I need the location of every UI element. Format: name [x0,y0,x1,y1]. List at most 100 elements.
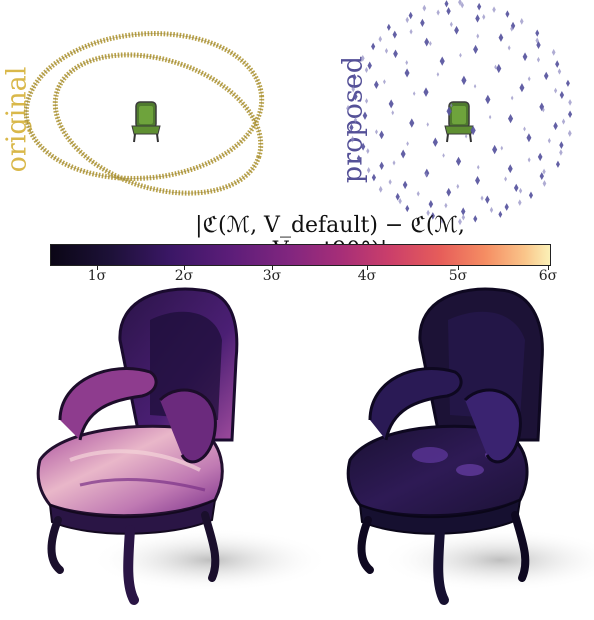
camera-marker [398,197,402,205]
camera-marker [379,161,384,170]
camera-marker [422,4,427,12]
camera-marker [477,2,482,11]
camera-marker [510,25,514,32]
camera-marker [405,16,409,24]
camera-marker [498,210,503,218]
camera-marker [426,209,430,217]
camera-marker [432,137,438,147]
camera-marker [388,179,392,185]
camera-marker [428,199,434,209]
chair-original-heatmap [36,287,330,605]
colorbar [50,244,551,266]
camera-marker [473,83,477,89]
camera-marker [460,1,465,9]
camera-marker [461,214,466,221]
camera-marker [461,75,467,86]
camera-marker [535,37,539,44]
camera-marker [392,160,396,166]
camera-marker [539,102,545,112]
camera-marker [470,125,476,136]
camera-marker [517,199,522,206]
camera-marker [449,21,453,28]
colorbar-tick [184,265,185,270]
camera-marker [391,110,395,116]
camera-marker [450,103,453,108]
camera-marker [353,117,358,124]
camera-marker [455,156,462,167]
camera-marker [416,190,420,197]
camera-marker [565,79,570,87]
camera-marker [507,45,511,51]
camera-marker [522,52,528,62]
camera-marker [379,130,385,140]
camera-marker [528,191,534,199]
camera-marker [559,141,564,150]
colorbar-tick [458,265,459,270]
camera-marker [375,129,378,135]
camera-marker [408,11,413,20]
camera-marker [523,126,526,132]
camera-marker [439,56,445,66]
camera-marker [494,64,497,70]
camera-marker [561,118,566,125]
camera-marker [405,204,410,213]
camera-marker [406,141,409,147]
colorbar-tick-label: 5σ [448,268,468,284]
camera-marker [367,61,372,70]
chair-thumbnail-proposed [444,101,474,143]
camera-marker [504,176,508,182]
camera-marker [505,10,510,18]
camera-marker [464,134,468,139]
camera-marker [440,216,444,224]
camera-marker [373,80,379,90]
camera-marker [409,28,413,35]
camera-marker [365,98,369,104]
camera-marker [496,63,502,74]
camera-marker [364,67,369,73]
camera-marker [423,87,429,97]
camera-marker [555,60,560,68]
camera-marker [460,207,466,216]
camera-marker [426,122,429,127]
camera-marker [378,35,383,43]
camera-marker [568,99,572,106]
colorbar-tick [272,265,273,270]
camera-marker [446,106,452,117]
camera-marker [559,149,563,156]
camera-marker [436,72,440,77]
camera-marker [542,168,546,175]
camera-marker [476,164,480,170]
camera-marker [360,54,365,62]
colorbar-tick-label: 4σ [357,268,377,284]
camera-marker [382,79,386,85]
camera-marker [568,110,573,118]
camera-marker [444,0,449,8]
colorbar-tick-label: 3σ [262,268,282,284]
camera-marker [541,107,545,113]
camera-marker [513,183,519,193]
camera-marker [351,85,356,93]
camera-marker [366,166,371,174]
colorbar-tick-label: 6σ [538,268,558,284]
camera-marker [366,148,370,154]
camera-marker [360,142,366,151]
colorbar-tick-label: 1σ [87,268,107,284]
camera-marker [519,83,525,93]
camera-marker [424,172,428,178]
camera-marker [553,121,558,131]
camera-marker [412,91,416,96]
camera-marker [444,202,448,209]
camera-marker [405,60,409,66]
camera-marker [409,118,415,128]
camera-marker [519,18,524,25]
camera-marker [539,172,544,181]
camera-marker [504,203,509,211]
camera-marker [507,113,514,124]
camera-marker [395,192,400,201]
camera-marker [349,123,354,132]
camera-marker [551,48,556,56]
camera-marker [547,137,551,144]
camera-marker [458,218,462,226]
camera-marker [388,99,394,109]
